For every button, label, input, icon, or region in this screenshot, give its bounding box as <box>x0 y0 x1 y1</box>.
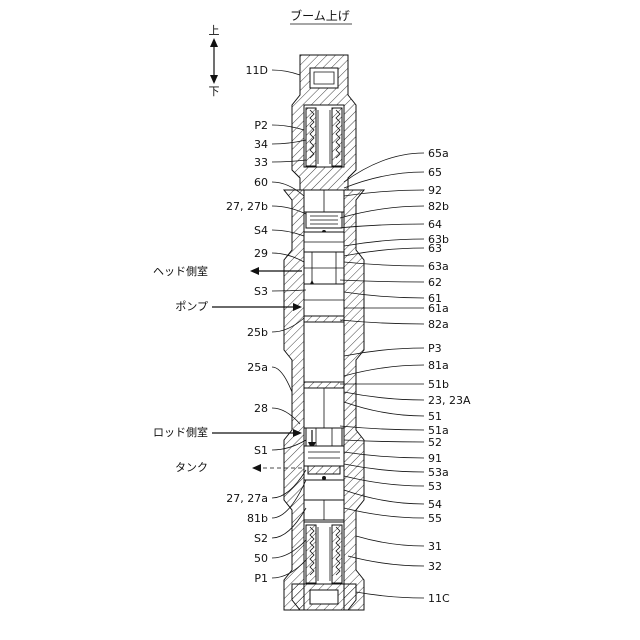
leader-line <box>272 367 292 392</box>
reference-label-right: 82b <box>428 200 449 213</box>
reference-label-right: 92 <box>428 184 442 197</box>
reference-label-right: 63 <box>428 242 442 255</box>
reference-label-right: 62 <box>428 276 442 289</box>
reference-label-right: 23, 23A <box>428 394 471 407</box>
leader-line <box>356 592 424 598</box>
reference-label-right: 82a <box>428 318 449 331</box>
reference-label-right: 65a <box>428 147 449 160</box>
reference-label-left: 81b <box>247 512 268 525</box>
leader-line <box>348 556 424 566</box>
reference-label-right: 64 <box>428 218 442 231</box>
reference-label-right: 51 <box>428 410 442 423</box>
port-rod-chamber: ロッド側室 <box>153 425 302 439</box>
port-rod-label: ロッド側室 <box>153 425 208 439</box>
direction-up-label: 上 <box>209 24 220 37</box>
reference-label-left: S4 <box>254 224 268 237</box>
port-pump: ポンプ <box>175 300 302 313</box>
reference-label-right: 91 <box>428 452 442 465</box>
leader-line <box>272 70 300 75</box>
reference-label-right: 81a <box>428 359 449 372</box>
reference-label-right: 53 <box>428 480 442 493</box>
reference-label-right: 52 <box>428 436 442 449</box>
reference-label-left: 27, 27b <box>226 200 268 213</box>
leader-line <box>356 536 424 546</box>
reference-label-left: 25a <box>247 361 268 374</box>
port-head-chamber: ヘッド側室 <box>153 264 302 278</box>
reference-label-left: P2 <box>254 119 268 132</box>
reference-label-left: 11D <box>246 64 268 77</box>
reference-label-right: 65 <box>428 166 442 179</box>
reference-label-right: 31 <box>428 540 442 553</box>
reference-label-right: 32 <box>428 560 442 573</box>
reference-label-left: 29 <box>254 247 268 260</box>
port-head-label: ヘッド側室 <box>153 264 208 278</box>
reference-label-left: 28 <box>254 402 268 415</box>
reference-label-left: S3 <box>254 285 268 298</box>
reference-label-left: 33 <box>254 156 268 169</box>
reference-label-right: 61a <box>428 302 449 315</box>
direction-arrow <box>210 38 218 84</box>
reference-label-left: S1 <box>254 444 268 457</box>
reference-label-left: 27, 27a <box>226 492 268 505</box>
reference-label-left: 25b <box>247 326 268 339</box>
reference-label-right: 54 <box>428 498 442 511</box>
valve-housing <box>284 55 364 610</box>
figure-title: ブーム上げ <box>290 8 350 23</box>
port-pump-label: ポンプ <box>175 300 208 313</box>
port-tank: タンク <box>175 461 302 474</box>
port-tank-label: タンク <box>175 461 208 474</box>
reference-label-right: 55 <box>428 512 442 525</box>
reference-label-right: 53a <box>428 466 449 479</box>
reference-label-right: 11C <box>428 592 450 605</box>
reference-labels-right: 65a659282b6463b6363a626161a82aP381a51b23… <box>338 147 471 605</box>
reference-label-left: S2 <box>254 532 268 545</box>
reference-label-right: 63a <box>428 260 449 273</box>
reference-label-left: 34 <box>254 138 268 151</box>
reference-label-left: 50 <box>254 552 268 565</box>
reference-label-right: 51b <box>428 378 449 391</box>
reference-label-left: 60 <box>254 176 268 189</box>
reference-label-left: P1 <box>254 572 268 585</box>
direction-down-label: 下 <box>209 85 220 98</box>
reference-label-right: P3 <box>428 342 442 355</box>
